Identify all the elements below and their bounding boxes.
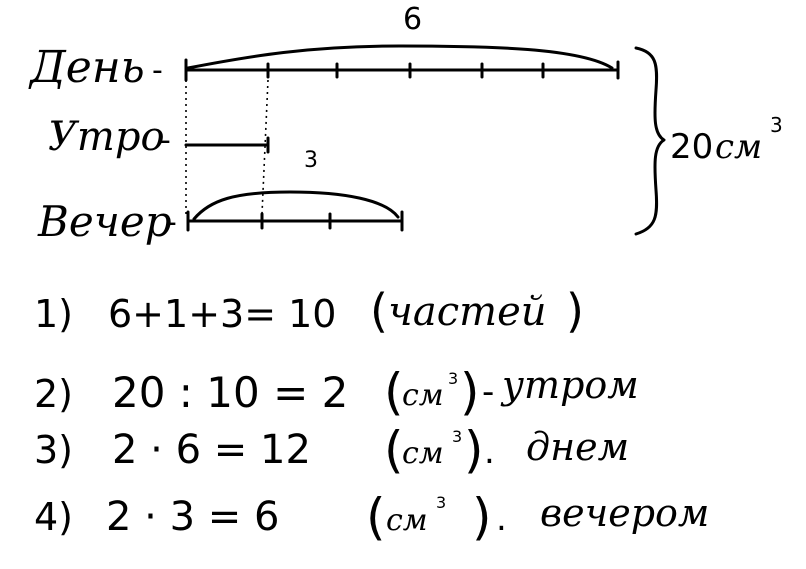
svg-text:см: см	[715, 127, 762, 167]
step-expression: 2 · 6 = 12	[112, 427, 311, 473]
day-ticks	[184, 58, 620, 82]
solution-step-3: 3) 2 · 6 = 12 ( см 3 ) . днем	[34, 421, 629, 479]
step-note: днем	[526, 425, 629, 469]
guide-line-right	[261, 79, 269, 215]
step-separator: .	[484, 432, 495, 472]
solution-step-1: 1) 6+1+3= 10 ( частей )	[34, 284, 584, 338]
solution-steps: 1) 6+1+3= 10 ( частей ) 2) 20 : 10 = 2 (…	[34, 284, 709, 546]
step-expression: 6+1+3= 10	[108, 292, 336, 336]
step-expression: 20 : 10 = 2	[112, 368, 348, 417]
step-note: частей	[388, 289, 547, 335]
row-dash-morning: -	[160, 123, 171, 158]
step-paren-close: )	[464, 421, 484, 479]
step-unit: см	[386, 503, 428, 538]
step-paren-open: (	[384, 363, 404, 421]
step-paren-open: (	[384, 421, 404, 479]
step-number: 3)	[34, 428, 73, 472]
svg-text:20: 20	[670, 127, 713, 167]
evening-count-label: 3	[304, 148, 318, 173]
step-separator: -	[482, 372, 494, 412]
segment-diagram: День - 6 Утро - Вечер - 3	[28, 2, 783, 246]
step-paren-open: (	[370, 284, 388, 338]
step-unit-exponent: 3	[452, 427, 462, 446]
step-paren-close: )	[566, 284, 584, 338]
step-note: утром	[500, 363, 639, 407]
day-count-label: 6	[403, 2, 422, 37]
step-number: 1)	[34, 292, 73, 336]
svg-text:3: 3	[770, 113, 783, 137]
step-separator: .	[496, 499, 507, 539]
step-number: 4)	[34, 495, 73, 539]
row-label-evening: Вечер	[37, 197, 172, 246]
step-unit-exponent: 3	[448, 369, 458, 388]
solution-step-4: 4) 2 · 3 = 6 ( см 3 ) . вечером	[34, 488, 709, 546]
solution-step-2: 2) 20 : 10 = 2 ( см 3 ) - утром	[34, 363, 639, 421]
row-label-morning: Утро	[48, 114, 165, 160]
step-paren-close: )	[460, 363, 480, 421]
total-curly-brace	[634, 46, 666, 236]
row-dash-evening: -	[166, 205, 177, 240]
step-number: 2)	[34, 372, 73, 416]
step-unit: см	[402, 436, 444, 471]
evening-brace-arc	[192, 190, 400, 221]
step-paren-open: (	[366, 488, 386, 546]
evening-ticks	[186, 210, 404, 232]
day-brace-arc	[186, 44, 614, 70]
step-paren-close: )	[472, 488, 492, 546]
row-dash-day: -	[152, 53, 163, 88]
step-expression: 2 · 3 = 6	[106, 494, 279, 540]
step-unit: см	[402, 378, 444, 413]
row-label-day: День	[28, 42, 145, 93]
total-volume-label: 20 см 3	[670, 113, 783, 167]
step-unit-exponent: 3	[436, 493, 446, 512]
step-note: вечером	[540, 491, 709, 535]
